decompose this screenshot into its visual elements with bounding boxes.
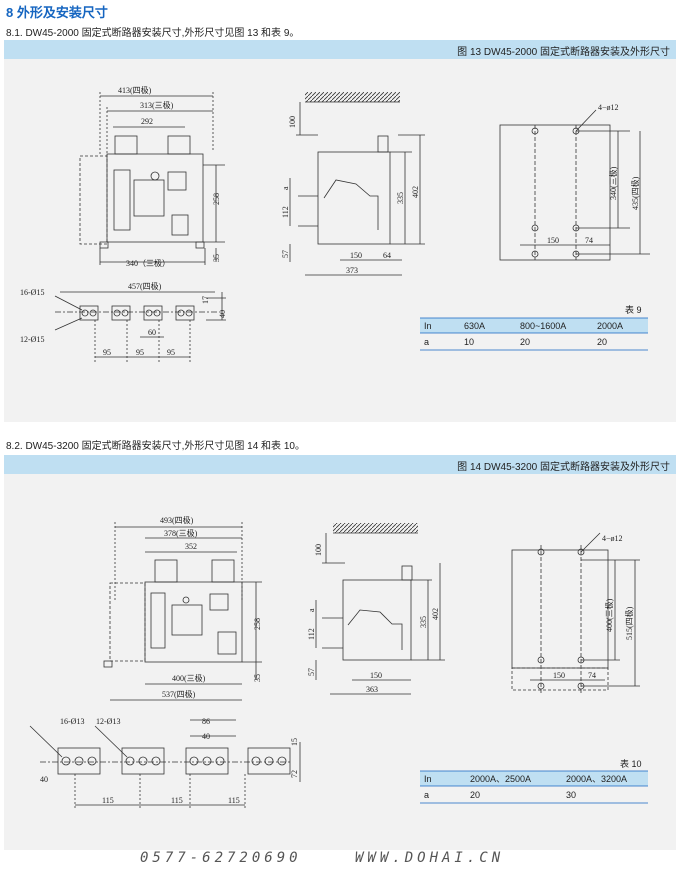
table-9-cell-3: 20 xyxy=(597,337,607,347)
dim-a-b: a xyxy=(307,608,316,612)
dim-95-b: 95 xyxy=(136,348,144,357)
table-9-header-3: 2000A xyxy=(597,321,623,331)
dim-352: 352 xyxy=(185,542,197,551)
dim-435-four-pole: 435(四极) xyxy=(630,176,640,210)
dim-363: 363 xyxy=(366,685,378,694)
dim-4-phi12: 4−ø12 xyxy=(598,103,619,112)
table-10-cell-0: a xyxy=(424,790,429,800)
dim-60: 60 xyxy=(148,328,156,337)
dim-340-three-pole: 340(三极) xyxy=(608,166,618,200)
dim-112: 112 xyxy=(281,206,290,218)
table-10-cell-2: 30 xyxy=(566,790,576,800)
fig13-mounting-view xyxy=(499,109,650,261)
dim-112-b: 112 xyxy=(307,628,316,640)
figure-14-caption: 图 14 DW45-3200 固定式断路器安装及外形尺寸 xyxy=(457,462,670,473)
dim-457: 457(四极) xyxy=(128,281,162,291)
table-10-header-2: 2000A、3200A xyxy=(566,774,627,784)
fig14-front-view xyxy=(103,522,262,701)
dim-150-mount: 150 xyxy=(547,236,559,245)
section-title: 8 外形及安装尺寸 xyxy=(6,5,108,20)
dim-74: 74 xyxy=(585,236,593,245)
table-10-caption: 表 10 xyxy=(620,758,642,769)
dim-335: 335 xyxy=(396,192,405,204)
dim-115-c: 115 xyxy=(228,796,240,805)
fig14-busbar-view xyxy=(29,719,301,810)
dim-57: 57 xyxy=(281,250,290,258)
figure-13-caption-bar: 图 13 DW45-2000 固定式断路器安装及外形尺寸 xyxy=(4,40,676,59)
dim-64: 64 xyxy=(383,251,391,260)
dim-16-phi15: 16-Ø15 xyxy=(20,288,44,297)
table-10-header-0: In xyxy=(424,774,432,784)
dim-12-phi13: 12-Ø13 xyxy=(96,717,120,726)
table-10-lines xyxy=(420,770,648,804)
table-10-cell-1: 20 xyxy=(470,790,480,800)
dim-35-b: 35 xyxy=(253,674,262,682)
dim-515-four-pole: 515(四极) xyxy=(624,606,634,640)
dim-17: 17 xyxy=(201,296,210,304)
dim-378: 378(三极) xyxy=(164,528,198,538)
s1-subtitle: 8.1. DW45-2000 固定式断路器安装尺寸,外形尺寸见图 13 和表 9… xyxy=(6,28,300,39)
table-9-cell-0: a xyxy=(424,337,429,347)
dim-402: 402 xyxy=(411,186,420,198)
fig13-busbar-view xyxy=(54,291,226,362)
fig14-mounting-view xyxy=(511,532,640,695)
table-9-header-2: 800~1600A xyxy=(520,321,566,331)
dim-335-b: 335 xyxy=(419,616,428,628)
dim-150-b: 150 xyxy=(370,671,382,680)
dim-a: a xyxy=(281,186,290,190)
dim-373: 373 xyxy=(346,266,358,275)
figure-14-caption-bar: 图 14 DW45-3200 固定式断路器安装及外形尺寸 xyxy=(4,455,676,474)
dim-40-top: 40 xyxy=(202,732,210,741)
dim-12-phi15: 12-Ø15 xyxy=(20,335,44,344)
dim-400: 400(三极) xyxy=(172,673,206,683)
table-9-caption: 表 9 xyxy=(625,304,642,315)
fig13-side-view xyxy=(289,92,425,276)
table-9-cell-1: 10 xyxy=(464,337,474,347)
dim-72: 72 xyxy=(290,770,299,778)
dim-100: 100 xyxy=(288,116,297,128)
dim-313: 313(三极) xyxy=(140,100,174,110)
dim-292: 292 xyxy=(141,117,153,126)
dim-413: 413(四极) xyxy=(118,85,152,95)
dim-537: 537(四极) xyxy=(162,689,196,699)
dim-340: 340（三极） xyxy=(126,258,170,268)
figure-13-panel xyxy=(4,40,676,422)
dim-100-b: 100 xyxy=(314,544,323,556)
fig14-side-view xyxy=(315,523,445,695)
dim-258-b: 258 xyxy=(253,618,262,630)
dim-4-phi12-b: 4−ø12 xyxy=(602,534,623,543)
dim-35: 35 xyxy=(212,254,221,262)
dim-150-mount-b: 150 xyxy=(553,671,565,680)
dim-95-a: 95 xyxy=(103,348,111,357)
dim-74-b: 74 xyxy=(588,671,596,680)
dim-57-b: 57 xyxy=(307,668,316,676)
dim-400-three-pole: 400(三极) xyxy=(604,598,614,632)
fig13-front-view xyxy=(79,92,225,265)
dim-493: 493(四极) xyxy=(160,515,194,525)
dim-150: 150 xyxy=(350,251,362,260)
dim-402-b: 402 xyxy=(431,608,440,620)
figure-13-caption: 图 13 DW45-2000 固定式断路器安装及外形尺寸 xyxy=(457,47,670,58)
dim-86: 86 xyxy=(202,717,210,726)
footer-phone: 0577-62720690 xyxy=(140,850,302,866)
dim-15: 15 xyxy=(290,738,299,746)
dim-40-left: 40 xyxy=(40,775,48,784)
table-9-header-1: 630A xyxy=(464,321,485,331)
table-10-header-1: 2000A、2500A xyxy=(470,774,531,784)
dim-115-a: 115 xyxy=(102,796,114,805)
s2-subtitle: 8.2. DW45-3200 固定式断路器安装尺寸,外形尺寸见图 14 和表 1… xyxy=(6,441,305,452)
dim-115-b: 115 xyxy=(171,796,183,805)
dim-95-c: 95 xyxy=(167,348,175,357)
table-9-cell-2: 20 xyxy=(520,337,530,347)
dim-40: 40 xyxy=(218,310,227,318)
dim-258: 258 xyxy=(212,193,221,205)
footer-website: WWW.DOHAI.CN xyxy=(355,850,505,866)
table-9-lines xyxy=(420,317,648,351)
table-9-header-0: In xyxy=(424,321,432,331)
dim-16-phi13: 16-Ø13 xyxy=(60,717,84,726)
